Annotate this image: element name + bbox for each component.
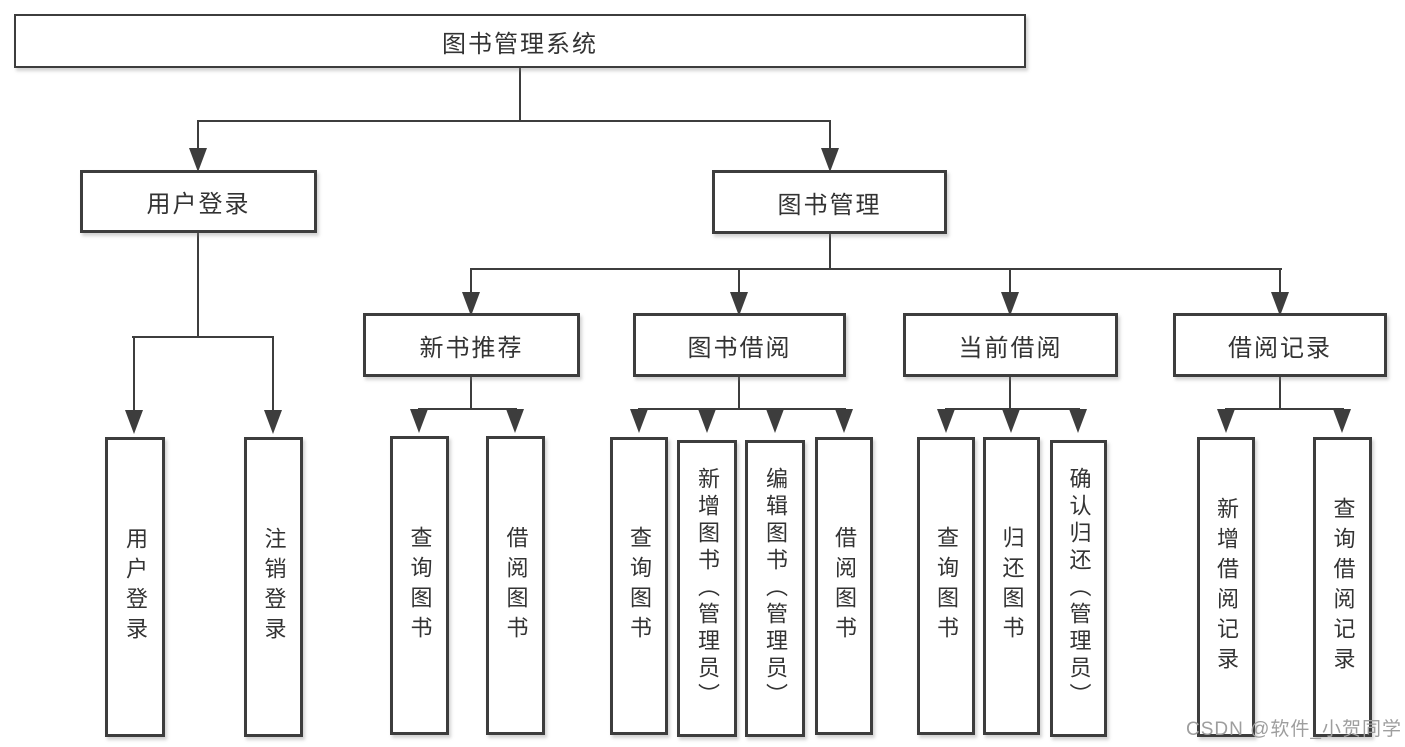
- connector-newbook-stem: [470, 268, 472, 294]
- node-bb-add-books-admin-label: 新增图书（管理员）: [695, 467, 720, 710]
- node-cb-query-books: 查询图书: [917, 437, 975, 735]
- node-new-book-recommend-label: 新书推荐: [419, 334, 524, 362]
- arrow-to-currentborrow: [1001, 292, 1019, 316]
- node-cb-confirm-return-admin: 确认归还（管理员）: [1050, 440, 1107, 737]
- connector-book-mgmt-stem: [829, 120, 831, 150]
- arrow-to-login-logout: [264, 410, 282, 434]
- arrow-to-nb-query: [410, 409, 428, 433]
- node-current-borrow-label: 当前借阅: [958, 334, 1063, 362]
- node-root-label: 图书管理系统: [442, 30, 598, 58]
- arrow-to-newbook: [462, 292, 480, 316]
- node-bb-borrow-books: 借阅图书: [815, 437, 873, 735]
- connector-user-login-stem: [197, 120, 199, 150]
- node-br-add-borrow-record: 新增借阅记录: [1197, 437, 1255, 737]
- connector-bb-horizontal: [638, 408, 846, 410]
- node-borrow-records-label: 借阅记录: [1228, 334, 1332, 362]
- node-borrow-records: 借阅记录: [1173, 313, 1387, 377]
- node-bb-edit-books-admin-label: 编辑图书（管理员）: [763, 467, 788, 710]
- connector-br-vertical: [1279, 377, 1281, 410]
- node-cb-return-books-label: 归还图书: [999, 526, 1025, 646]
- node-current-borrow: 当前借阅: [903, 313, 1118, 377]
- connector-mgmt-horizontal: [470, 268, 1282, 270]
- node-login-user-login-label: 用户登录: [123, 527, 148, 647]
- node-br-query-borrow-record: 查询借阅记录: [1313, 437, 1372, 737]
- arrow-to-login-user: [125, 410, 143, 434]
- connector-currentborrow-stem: [1009, 268, 1011, 294]
- connector-bookborrow-stem: [738, 268, 740, 294]
- arrow-to-cb-confirm: [1069, 409, 1087, 433]
- connector-nb-vertical: [470, 377, 472, 410]
- node-user-login: 用户登录: [80, 170, 317, 233]
- connector-bb-vertical: [738, 377, 740, 410]
- node-cb-query-books-label: 查询图书: [934, 526, 959, 646]
- node-nb-query-books: 查询图书: [390, 436, 449, 735]
- connector-root-vertical: [519, 68, 521, 122]
- connector-login-logout-stem: [272, 336, 274, 412]
- node-user-login-label: 用户登录: [146, 191, 251, 218]
- node-nb-borrow-books: 借阅图书: [486, 436, 545, 735]
- arrow-to-cb-return: [1002, 409, 1020, 433]
- node-bb-add-books-admin: 新增图书（管理员）: [677, 440, 737, 737]
- arrow-to-br-add: [1217, 409, 1235, 433]
- connector-login-vertical: [197, 233, 199, 338]
- node-book-management-label: 图书管理: [777, 191, 882, 219]
- node-bb-edit-books-admin: 编辑图书（管理员）: [745, 440, 805, 737]
- arrow-to-bookborrow: [730, 292, 748, 316]
- connector-br-horizontal: [1225, 408, 1344, 410]
- connector-cb-vertical: [1009, 377, 1011, 410]
- node-login-logout: 注销登录: [244, 437, 303, 737]
- arrow-to-book-mgmt: [821, 148, 839, 172]
- connector-nb-horizontal: [418, 408, 517, 410]
- connector-root-horizontal: [197, 120, 831, 122]
- arrow-to-cb-query: [937, 409, 955, 433]
- node-cb-return-books: 归还图书: [983, 437, 1040, 735]
- arrow-to-bb-borrow: [835, 409, 853, 433]
- node-book-borrow-label: 图书借阅: [687, 334, 792, 362]
- connector-borrowrecords-stem: [1279, 268, 1281, 294]
- node-root-library-system: 图书管理系统: [14, 14, 1026, 68]
- node-book-management: 图书管理: [712, 170, 947, 234]
- arrow-to-br-query: [1333, 409, 1351, 433]
- node-new-book-recommend: 新书推荐: [363, 313, 580, 377]
- node-nb-borrow-books-label: 借阅图书: [503, 525, 529, 646]
- connector-login-horizontal: [132, 336, 274, 338]
- arrow-to-bb-add: [698, 409, 716, 433]
- arrow-to-nb-borrow: [506, 409, 524, 433]
- arrow-to-user-login: [189, 148, 207, 172]
- node-bb-query-books: 查询图书: [610, 437, 668, 735]
- arrow-to-bb-query: [630, 409, 648, 433]
- connector-mgmt-vertical: [829, 234, 831, 270]
- arrow-to-bb-edit: [766, 409, 784, 433]
- node-cb-confirm-return-admin-label: 确认归还（管理员）: [1066, 467, 1092, 710]
- csdn-watermark: CSDN @软件_小贺同学: [1186, 719, 1402, 740]
- connector-login-user-stem: [133, 336, 135, 412]
- node-bb-query-books-label: 查询图书: [627, 526, 652, 646]
- node-nb-query-books-label: 查询图书: [407, 525, 433, 646]
- node-book-borrow: 图书借阅: [633, 313, 846, 377]
- arrow-to-borrowrecords: [1271, 292, 1289, 316]
- node-bb-borrow-books-label: 借阅图书: [832, 526, 857, 646]
- node-login-logout-label: 注销登录: [261, 527, 287, 647]
- node-login-user-login: 用户登录: [105, 437, 165, 737]
- node-br-query-borrow-record-label: 查询借阅记录: [1330, 497, 1356, 677]
- node-br-add-borrow-record-label: 新增借阅记录: [1214, 497, 1239, 677]
